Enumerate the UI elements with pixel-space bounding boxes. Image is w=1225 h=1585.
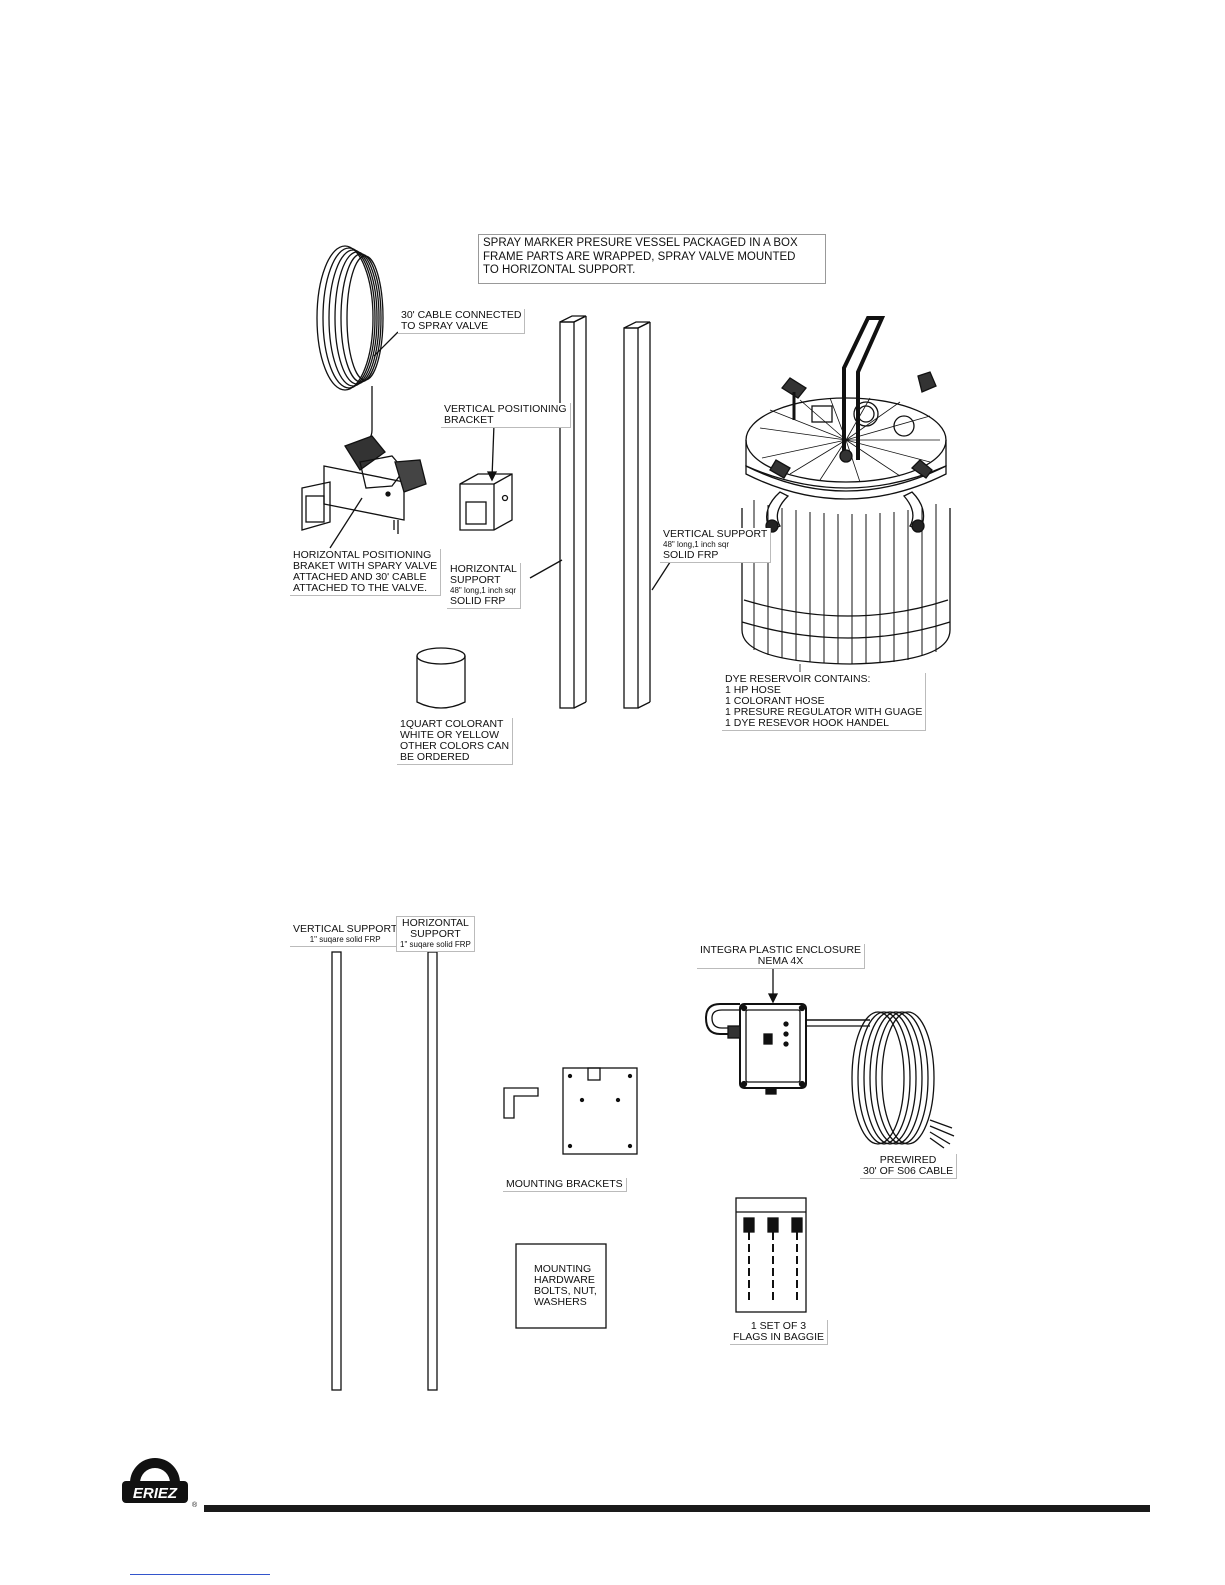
label-line: BOLTS, NUT, bbox=[534, 1285, 597, 1297]
label-line: BRACKET bbox=[444, 414, 494, 426]
horizontal-support-bar bbox=[559, 315, 587, 709]
label-line: INTEGRA PLASTIC ENCLOSURE bbox=[700, 944, 862, 956]
dye-reservoir-vessel bbox=[741, 316, 951, 665]
title-line: SPRAY MARKER PRESURE VESSEL PACKAGED IN … bbox=[483, 237, 798, 249]
label-line: BE ORDERED bbox=[400, 751, 470, 763]
eriez-logo: ERIEZ ® bbox=[110, 1455, 200, 1515]
label-line: VERTICAL POSITIONING bbox=[444, 403, 567, 415]
label-line: HARDWARE bbox=[534, 1274, 595, 1286]
vertical-support-label: VERTICAL SUPPORT 48" long,1 inch sqr SOL… bbox=[660, 528, 772, 563]
spec-line: 48" long,1 inch sqr bbox=[663, 540, 729, 549]
label-line: TO SPRAY VALVE bbox=[401, 320, 489, 332]
coiled-cable-upper bbox=[316, 245, 384, 446]
label-line: BRAKET WITH SPARY VALVE bbox=[293, 560, 438, 572]
footer-rule bbox=[204, 1505, 1150, 1512]
label-line: OTHER COLORS CAN bbox=[400, 740, 510, 752]
mounting-hardware-box bbox=[515, 1243, 607, 1329]
label-line: DYE RESERVOIR CONTAINS: bbox=[725, 673, 871, 685]
label-line: 1 DYE RESEVOR HOOK HANDEL bbox=[725, 717, 889, 729]
spec-line: 48" long,1 inch sqr bbox=[450, 586, 516, 595]
lower-vertical-support-label: VERTICAL SUPPORT 1" suqare solid FRP bbox=[290, 923, 402, 947]
coiled-cable-lower bbox=[851, 1011, 955, 1149]
colorant-label: 1QUART COLORANT WHITE OR YELLOW OTHER CO… bbox=[397, 718, 514, 765]
label-line: 1 HP HOSE bbox=[725, 684, 781, 696]
enclosure-label: INTEGRA PLASTIC ENCLOSURE NEMA 4X bbox=[697, 944, 866, 969]
material-line: SOLID FRP bbox=[450, 595, 506, 607]
label-line: MOUNTING BRACKETS bbox=[506, 1178, 623, 1190]
label-line: PREWIRED bbox=[879, 1154, 937, 1166]
label-line: HORIZONTAL bbox=[401, 917, 469, 929]
mounting-brackets-label: MOUNTING BRACKETS bbox=[503, 1178, 627, 1192]
flags-label: 1 SET OF 3 FLAGS IN BAGGIE bbox=[730, 1320, 829, 1345]
mounting-hardware-label: MOUNTING HARDWARE BOLTS, NUT, WASHERS bbox=[534, 1264, 597, 1308]
horizontal-positioning-bracket-label: HORIZONTAL POSITIONING BRAKET WITH SPARY… bbox=[290, 549, 442, 596]
title-line: FRAME PARTS ARE WRAPPED, SPRAY VALVE MOU… bbox=[483, 250, 796, 263]
label-line: NEMA 4X bbox=[757, 955, 804, 967]
mounting-brackets bbox=[503, 1067, 638, 1155]
label-line: SUPPORT bbox=[450, 574, 501, 586]
label-line: HORIZONTAL POSITIONING bbox=[293, 549, 432, 561]
flags-baggie bbox=[735, 1197, 807, 1313]
label-line: SUPPORT bbox=[410, 928, 461, 940]
label-line: WHITE OR YELLOW bbox=[400, 729, 499, 741]
label-line: ATTACHED AND 30' CABLE bbox=[293, 571, 427, 583]
label-line: 1 COLORANT HOSE bbox=[725, 695, 825, 707]
label-line: VERTICAL SUPPORT bbox=[293, 923, 398, 935]
label-line: 1QUART COLORANT bbox=[400, 718, 504, 730]
colorant-can bbox=[416, 647, 466, 709]
vertical-positioning-bracket bbox=[459, 473, 513, 531]
vertical-positioning-bracket-label: VERTICAL POSITIONING BRACKET bbox=[441, 403, 571, 428]
label-line: VERTICAL SUPPORT bbox=[663, 528, 768, 540]
vertical-support-bar bbox=[623, 321, 651, 709]
horizontal-positioning-bracket bbox=[301, 435, 427, 534]
label-line: MOUNTING bbox=[534, 1263, 592, 1275]
label-line: HORIZONTAL bbox=[450, 563, 517, 575]
label-line: ATTACHED TO THE VALVE. bbox=[293, 582, 428, 594]
label-line: 1 SET OF 3 bbox=[750, 1320, 807, 1332]
label-line: 1 PRESURE REGULATOR WITH GUAGE bbox=[725, 706, 923, 718]
label-line: 30' OF S06 CABLE bbox=[863, 1165, 954, 1177]
title-line: TO HORIZONTAL SUPPORT. bbox=[483, 264, 636, 276]
footer-link-underline[interactable] bbox=[130, 1574, 270, 1575]
eriez-logo-icon: ERIEZ ® bbox=[122, 1458, 198, 1509]
label-line: 30' CABLE CONNECTED bbox=[401, 309, 522, 321]
upper-kit-title: SPRAY MARKER PRESURE VESSEL PACKAGED IN … bbox=[478, 234, 826, 284]
logo-text: ERIEZ bbox=[133, 1485, 178, 1502]
lower-horizontal-support-label: HORIZONTAL SUPPORT 1" suqare solid FRP bbox=[396, 916, 475, 952]
label-line: WASHERS bbox=[534, 1296, 587, 1308]
prewired-label: PREWIRED 30' OF S06 CABLE bbox=[860, 1154, 958, 1179]
dye-reservoir-label: DYE RESERVOIR CONTAINS: 1 HP HOSE 1 COLO… bbox=[722, 673, 927, 731]
plastic-enclosure bbox=[704, 968, 870, 1095]
registered-mark: ® bbox=[192, 1501, 198, 1509]
horizontal-support-label: HORIZONTAL SUPPORT 48" long,1 inch sqr S… bbox=[447, 563, 521, 609]
spec-line: 1" suqare solid FRP bbox=[400, 940, 471, 949]
lower-horizontal-support bbox=[427, 951, 438, 1391]
spec-line: 1" suqare solid FRP bbox=[309, 935, 381, 944]
lower-vertical-support bbox=[331, 951, 342, 1391]
cable-label: 30' CABLE CONNECTED TO SPRAY VALVE bbox=[398, 309, 526, 334]
label-line: FLAGS IN BAGGIE bbox=[733, 1331, 825, 1343]
material-line: SOLID FRP bbox=[663, 549, 719, 561]
